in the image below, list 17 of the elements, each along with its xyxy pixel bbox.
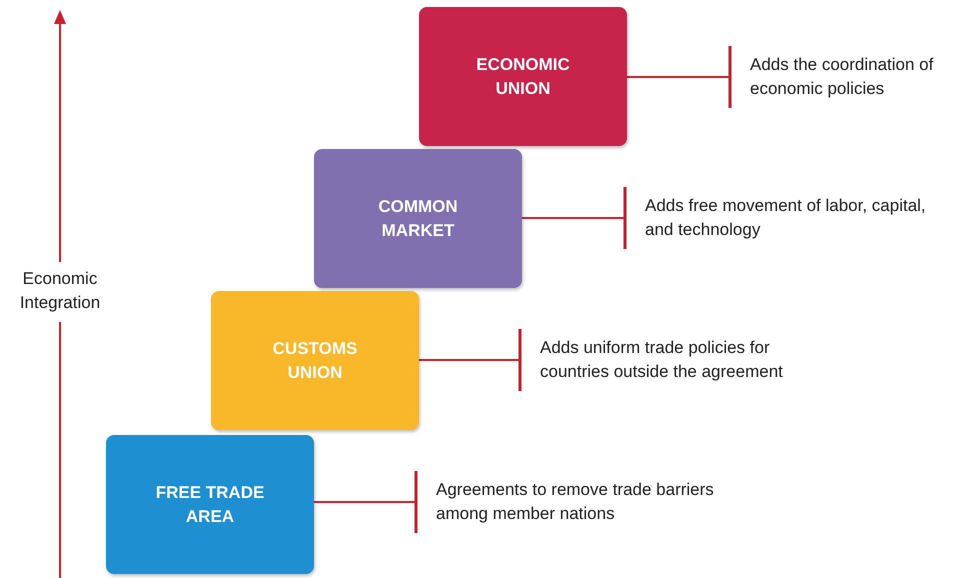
stage-box [106,435,314,574]
stage-box [211,291,419,430]
description-text: Adds the coordination of economic policies [730,47,956,107]
stage-title: ECONOMIC UNION [475,54,571,100]
stage-title: FREE TRADE AREA [154,482,266,528]
connector-line [627,46,732,108]
description-text: Adds free movement of labor, capital, and technology [625,188,935,248]
description-text: Adds uniform trade policies for countries outside the agreement [520,330,840,390]
stage-box [314,149,522,288]
connector-line [419,329,522,391]
stage-title: COMMON MARKET [377,196,459,242]
stage-box [419,7,627,146]
stage-title: CUSTOMS UNION [272,338,358,384]
axis-label: Economic Integration [18,268,102,314]
connector-line [522,187,626,249]
description-text: Agreements to remove trade barriers among member nations [416,472,756,532]
connector-line [314,471,418,533]
